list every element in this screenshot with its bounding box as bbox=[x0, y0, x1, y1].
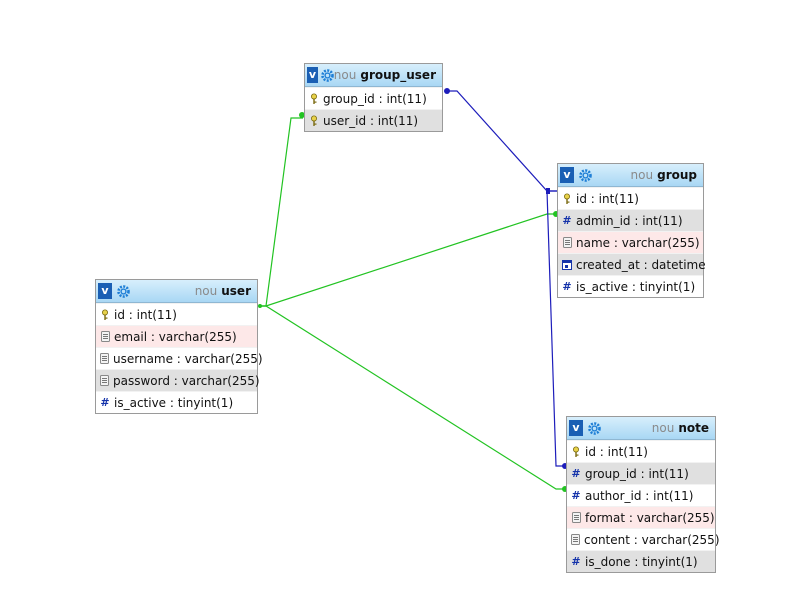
key-icon bbox=[309, 93, 319, 105]
relation-start-mark bbox=[546, 188, 550, 194]
column-list: id : int(11) # group_id : int(11) # author_i… bbox=[567, 440, 720, 572]
relation-user-group-user bbox=[259, 117, 303, 307]
relation-group-group-user bbox=[445, 90, 557, 192]
gear-icon[interactable] bbox=[586, 420, 602, 436]
column-row[interactable]: user_id : int(11) bbox=[305, 109, 442, 131]
column-label: is_done : tinyint(1) bbox=[585, 554, 698, 569]
column-row[interactable]: username : varchar(255) bbox=[96, 347, 263, 369]
table-prefix: nou bbox=[194, 284, 218, 298]
key-icon bbox=[100, 309, 110, 321]
relation-start-dot bbox=[258, 304, 262, 308]
key-icon bbox=[571, 446, 581, 458]
table-prefix: nou bbox=[651, 421, 675, 435]
relation-user-group bbox=[259, 213, 557, 307]
table-name: group_user bbox=[360, 68, 436, 82]
column-row[interactable]: password : varchar(255) bbox=[96, 369, 260, 391]
column-label: id : int(11) bbox=[576, 191, 639, 206]
column-label: format : varchar(255) bbox=[585, 510, 715, 525]
column-row[interactable]: # is_active : tinyint(1) bbox=[96, 391, 257, 413]
column-row[interactable]: # group_id : int(11) bbox=[567, 462, 715, 484]
column-row[interactable]: id : int(11) bbox=[567, 440, 715, 462]
column-label: group_id : int(11) bbox=[323, 91, 427, 106]
column-row[interactable]: name : varchar(255) bbox=[558, 231, 703, 253]
column-row[interactable]: # is_done : tinyint(1) bbox=[567, 550, 715, 572]
gear-icon[interactable] bbox=[320, 67, 334, 83]
column-row[interactable]: content : varchar(255) bbox=[567, 528, 720, 550]
column-row[interactable]: format : varchar(255) bbox=[567, 506, 715, 528]
column-row[interactable]: email : varchar(255) bbox=[96, 325, 257, 347]
column-label: content : varchar(255) bbox=[584, 532, 720, 547]
column-row[interactable]: group_id : int(11) bbox=[305, 87, 442, 109]
toggle-columns-button[interactable]: v bbox=[560, 167, 574, 183]
number-icon: # bbox=[571, 554, 581, 568]
number-icon: # bbox=[571, 488, 581, 502]
column-label: group_id : int(11) bbox=[585, 466, 689, 481]
column-list: group_id : int(11) user_id : int(11) bbox=[305, 87, 442, 131]
text-icon bbox=[571, 512, 581, 524]
table-name: note bbox=[678, 421, 709, 435]
toggle-columns-button[interactable]: v bbox=[98, 283, 112, 299]
column-label: name : varchar(255) bbox=[576, 235, 700, 250]
number-icon: # bbox=[100, 395, 110, 409]
column-label: username : varchar(255) bbox=[113, 351, 263, 366]
relation-end-dot bbox=[299, 112, 305, 118]
column-label: admin_id : int(11) bbox=[576, 213, 683, 228]
column-label: email : varchar(255) bbox=[114, 329, 237, 344]
gear-icon[interactable] bbox=[577, 167, 593, 183]
column-row[interactable]: created_at : datetime bbox=[558, 253, 706, 275]
column-label: password : varchar(255) bbox=[113, 373, 260, 388]
column-label: is_active : tinyint(1) bbox=[114, 395, 234, 410]
key-icon bbox=[309, 115, 319, 127]
column-label: created_at : datetime bbox=[576, 257, 706, 272]
column-label: id : int(11) bbox=[114, 307, 177, 322]
column-list: id : int(11) # admin_id : int(11) name : va… bbox=[558, 187, 706, 297]
number-icon: # bbox=[562, 213, 572, 227]
column-row[interactable]: # author_id : int(11) bbox=[567, 484, 715, 506]
number-icon: # bbox=[571, 466, 581, 480]
column-row[interactable]: # admin_id : int(11) bbox=[558, 209, 703, 231]
column-row[interactable]: id : int(11) bbox=[96, 303, 257, 325]
column-label: author_id : int(11) bbox=[585, 488, 694, 503]
table-prefix: nou bbox=[630, 168, 654, 182]
text-icon bbox=[562, 237, 572, 249]
relation-group-note bbox=[546, 190, 566, 467]
relation-user-note bbox=[259, 305, 566, 490]
table-name: user bbox=[221, 284, 251, 298]
text-icon bbox=[571, 534, 580, 546]
toggle-columns-button[interactable]: v bbox=[307, 67, 318, 83]
column-label: id : int(11) bbox=[585, 444, 648, 459]
number-icon: # bbox=[562, 279, 572, 293]
text-icon bbox=[100, 331, 110, 343]
key-icon bbox=[562, 193, 572, 205]
toggle-columns-button[interactable]: v bbox=[569, 420, 583, 436]
column-row[interactable]: id : int(11) bbox=[558, 187, 703, 209]
text-icon bbox=[100, 375, 109, 387]
column-row[interactable]: # is_active : tinyint(1) bbox=[558, 275, 703, 297]
column-label: is_active : tinyint(1) bbox=[576, 279, 696, 294]
text-icon bbox=[100, 353, 109, 365]
relation-end-dot bbox=[444, 88, 450, 94]
datetime-icon bbox=[562, 259, 572, 271]
column-list: id : int(11) email : varchar(255) username… bbox=[96, 303, 263, 413]
table-name: group bbox=[657, 168, 697, 182]
column-label: user_id : int(11) bbox=[323, 113, 419, 128]
table-prefix: nou bbox=[333, 68, 357, 82]
gear-icon[interactable] bbox=[115, 283, 131, 299]
